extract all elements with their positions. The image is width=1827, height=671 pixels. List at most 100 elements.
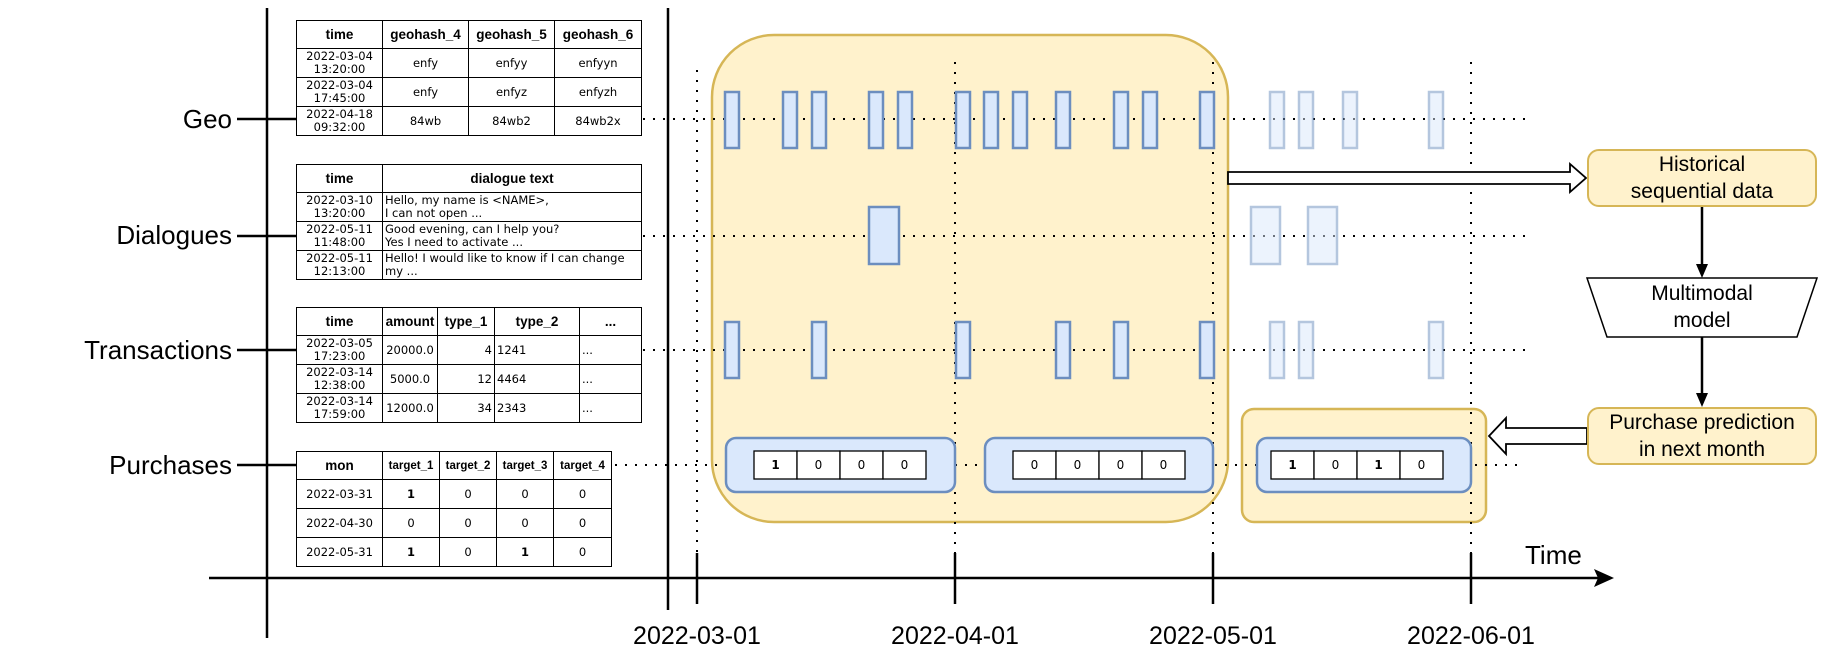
geo-event-mark-future [1297,90,1315,150]
transaction-cell-more: ... [579,364,642,394]
table-row: 2022-03-10 13:20:00 Hello, my name is <N… [296,192,642,222]
history-region [710,33,1230,524]
historical-data-label: Historical sequential data [1630,153,1774,203]
transaction-event-mark-future [1427,320,1445,380]
dialogue-cell-time: 2022-03-10 13:20:00 [296,192,383,222]
purchase-vector-cell [1141,450,1186,480]
time-axis-arrowhead [1594,569,1614,587]
purchase-cell: 1 [496,537,554,567]
transaction-event-mark-future [1268,320,1286,380]
dialogue-cell-text: Hello! I would like to know if I can cha… [382,250,642,280]
geo-event-mark-future [1268,90,1286,150]
dialogue-cell-text: Good evening, can I help you? Yes I need… [382,221,642,251]
purchase-cell-mon: 2022-04-30 [296,508,383,538]
table-row: 2022-03-31 1 0 0 0 [296,479,612,509]
row-label-geo: Geo [182,104,232,134]
geo-cell: enfyzh [554,77,642,107]
table-row: 2022-05-11 12:13:00 Hello! I would like … [296,250,642,280]
purchase-vector-cell [1012,450,1057,480]
transaction-event-mark [1112,320,1130,380]
purchase-cell: 0 [439,508,497,538]
transaction-cell-type1: 4 [437,335,495,365]
purchase-header-target4: target_4 [553,451,612,480]
purchase-cell-mon: 2022-05-31 [296,537,383,567]
purchase-prediction-label: Purchase prediction in next month [1609,411,1795,461]
table-row: 2022-03-14 17:59:00 12000.0 34 2343 ... [296,393,642,423]
transaction-header-more: ... [579,307,642,336]
purchase-vector-value: 0 [1417,458,1426,472]
geo-event-mark [867,90,885,150]
multimodal-model-shape [1585,277,1819,338]
transaction-cell-more: ... [579,335,642,365]
geo-event-mark-future [1427,90,1445,150]
geo-event-mark [810,90,828,150]
table-row: 2022-04-18 09:32:00 84wb 84wb2 84wb2x [296,106,642,136]
geo-cell: enfyz [468,77,555,107]
geo-event-mark [954,90,972,150]
geo-cell: enfy [382,77,469,107]
dialogue-header-text: dialogue text [382,164,642,193]
transaction-cell-type1: 34 [437,393,495,423]
dialogue-event-mark-future [1306,205,1339,266]
purchase-prediction-box: Purchase prediction in next month [1587,407,1817,465]
historical-data-box: Historical sequential data [1587,149,1817,207]
purchase-cell: 0 [553,508,612,538]
date-ticks [695,553,1473,604]
transaction-cell-amount: 5000.0 [382,364,438,394]
geo-event-mark [896,90,914,150]
geo-cell: 84wb2x [554,106,642,136]
geo-cell: enfyyn [554,48,642,78]
geo-table: time geohash_4 geohash_5 geohash_6 2022-… [296,20,642,136]
purchase-cell: 0 [553,537,612,567]
purchase-vector-value: 0 [1116,458,1125,472]
dialogue-header-time: time [296,164,383,193]
geo-event-mark [781,90,799,150]
dialogue-cell-time: 2022-05-11 12:13:00 [296,250,383,280]
transaction-header-type1: type_1 [437,307,495,336]
table-row: 2022-03-05 17:23:00 20000.0 4 1241 ... [296,335,642,365]
geo-event-mark [723,90,741,150]
event-marks [723,90,1445,380]
row-label-transactions: Transactions [84,335,232,365]
transaction-cell-amount: 20000.0 [382,335,438,365]
transaction-event-mark-future [1297,320,1315,380]
purchase-cell: 0 [496,508,554,538]
transaction-event-mark [954,320,972,380]
transaction-cell-amount: 12000.0 [382,393,438,423]
geo-cell: enfyy [468,48,555,78]
transaction-cell-type2: 4464 [494,364,580,394]
dialogue-table: time dialogue text 2022-03-10 13:20:00 H… [296,164,642,280]
transaction-event-mark [810,320,828,380]
transaction-cell-time: 2022-03-14 12:38:00 [296,364,383,394]
purchase-vector-cell [1270,450,1315,480]
transaction-header-amount: amount [382,307,438,336]
transaction-cell-type2: 1241 [494,335,580,365]
date-label-2022-03-01: 2022-03-01 [633,622,761,650]
purchase-vector-value: 0 [1331,458,1340,472]
purchase-vector-value: 0 [900,458,909,472]
geo-cell-time: 2022-03-04 13:20:00 [296,48,383,78]
purchase-header-target3: target_3 [496,451,554,480]
table-row: 2022-03-04 13:20:00 enfy enfyy enfyyn [296,48,642,78]
dialogue-cell-text: Hello, my name is <NAME>, I can not open… [382,192,642,222]
purchase-vector-value: 0 [857,458,866,472]
row-label-dialogues: Dialogues [116,220,232,250]
row-label-purchases: Purchases [109,450,232,480]
transaction-event-mark [1054,320,1072,380]
purchase-cell: 1 [382,537,440,567]
purchase-vector-value: 1 [1374,458,1383,472]
transaction-event-mark [1198,320,1216,380]
dialogue-event-mark [867,205,901,266]
transaction-cell-time: 2022-03-14 17:59:00 [296,393,383,423]
purchase-cell: 0 [439,537,497,567]
time-axis-label: Time [1525,540,1582,570]
table-row: 2022-03-14 12:38:00 5000.0 12 4464 ... [296,364,642,394]
purchase-cell: 0 [439,479,497,509]
transaction-cell-type2: 2343 [494,393,580,423]
transaction-cell-type1: 12 [437,364,495,394]
geo-header-time: time [296,20,383,49]
purchase-cell-mon: 2022-03-31 [296,479,383,509]
row-label-ticks [237,117,296,467]
prediction-to-future-arrow [1487,415,1588,457]
geo-header-geohash4: geohash_4 [382,20,469,49]
